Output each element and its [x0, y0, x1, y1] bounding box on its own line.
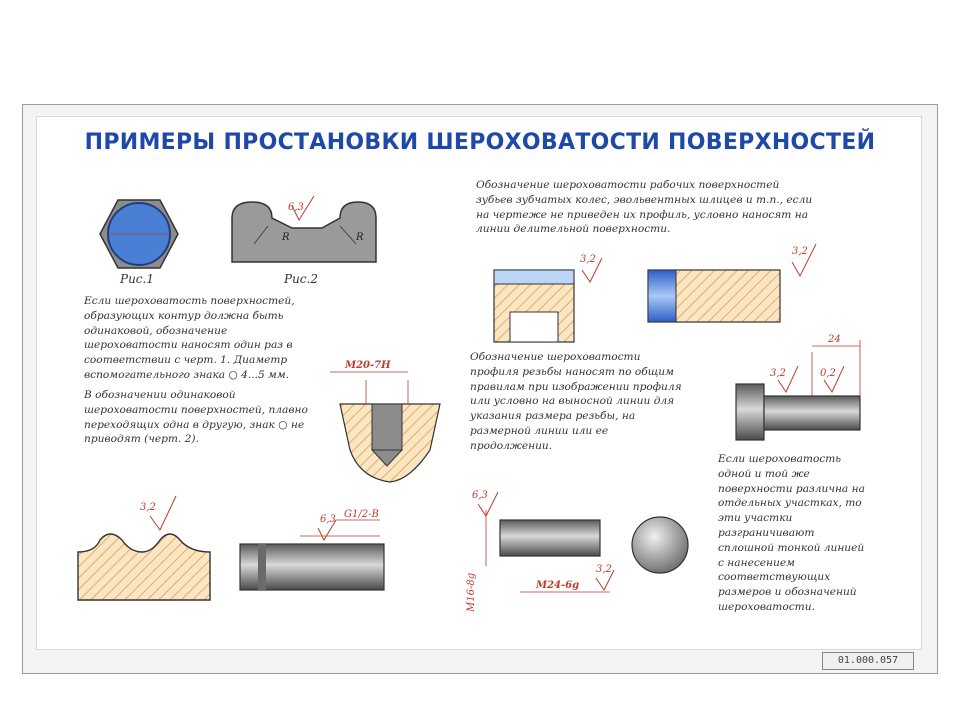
stud-value-2: 0,2 [820, 368, 836, 379]
gear-section-left: 3,2 [493, 254, 603, 343]
fig2-r-left: R [281, 232, 290, 243]
fig1-hex-nut [99, 199, 179, 269]
fig2-profile: 6,3 R R [231, 195, 377, 263]
shaft-thread-label: G1/2-B [344, 509, 379, 520]
threaded-shaft: 6,3 G1/2-B [239, 509, 385, 591]
sheet-code: 01.000.057 [822, 652, 914, 670]
fig1-caption: Рис.1 [120, 272, 154, 286]
bolt-thread-label: М24-6g [535, 580, 579, 591]
tooth-profile: 3,2 [77, 495, 211, 601]
fig2-value: 6,3 [288, 202, 304, 213]
para-left-1: Если шероховатость поверхностей, образую… [84, 295, 295, 381]
para-middle: Обозначение шероховатости профиля резьбы… [470, 351, 682, 452]
bolt: 6,3 М24-6g 3,2 М16-8g [466, 490, 615, 613]
shaft-value: 6,3 [320, 514, 336, 525]
stud-value-1: 3,2 [770, 368, 786, 379]
para-right: Если шероховатость одной и той же поверх… [718, 453, 865, 613]
bolt-vertical-label: М16-8g [466, 573, 477, 613]
bolt-value: 6,3 [472, 490, 488, 501]
fig2-caption: Рис.2 [284, 272, 318, 286]
gear-right-value: 3,2 [792, 246, 808, 257]
para-left-2: В обозначении одинаковой шероховатости п… [84, 389, 308, 446]
threaded-hole: М20-7Н [330, 360, 441, 483]
gear-shaft-right: 3,2 [647, 243, 817, 323]
fig2-r-right: R [355, 232, 364, 243]
thread-top-label: М20-7Н [344, 360, 391, 371]
gear-left-value: 3,2 [580, 254, 596, 265]
tooth-value: 3,2 [140, 502, 156, 513]
stud-dimension: 24 [827, 334, 841, 345]
para-top-right: Обозначение шероховатости рабочих поверх… [476, 179, 813, 236]
poster-title: ПРИМЕРЫ ПРОСТАНОВКИ ШЕРОХОВАТОСТИ ПОВЕРХ… [84, 130, 876, 155]
ball-end [631, 516, 689, 574]
bolt-roughness: 3,2 [596, 564, 612, 575]
stud: 3,2 0,2 24 [735, 334, 861, 441]
